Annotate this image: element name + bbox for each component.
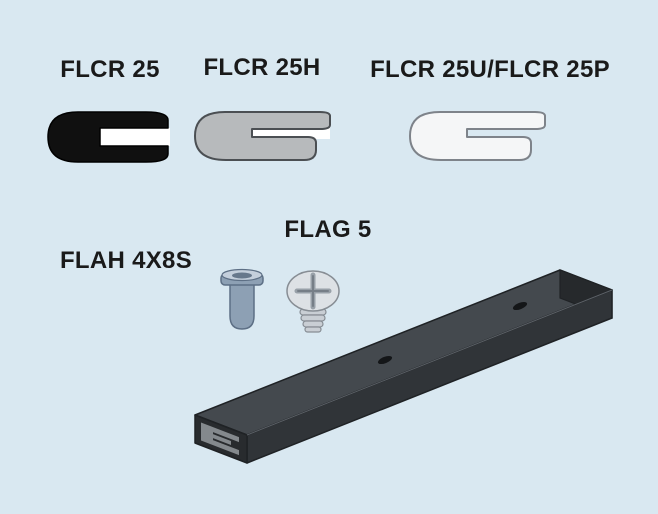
rail-hole-right <box>512 301 528 311</box>
screw-thread-2 <box>300 314 326 322</box>
flcr25up-body <box>409 111 546 161</box>
rail-end-channel-profile <box>201 422 239 456</box>
rail-hole-left <box>377 355 393 365</box>
screw-thread-3 <box>302 320 324 328</box>
label-flcr-25h: FLCR 25H <box>203 54 321 81</box>
screw-thread-4 <box>304 326 322 333</box>
rail-edge-highlight <box>246 289 613 436</box>
rail-channel-cross-section <box>201 422 239 456</box>
flcr25h-profile-drawing <box>194 111 331 161</box>
screw-drawing <box>286 270 340 333</box>
rail-drawing <box>194 269 613 464</box>
rivet-nut-bore <box>232 272 252 279</box>
label-flcr-25: FLCR 25 <box>60 56 160 83</box>
rivet-nut-body <box>229 283 255 330</box>
label-flah-4x8s: FLAH 4X8S <box>59 247 193 274</box>
flcr25h-body <box>194 111 331 161</box>
rivet-nut-drawing <box>220 268 264 330</box>
flcr25-profile-drawing <box>47 111 170 163</box>
label-flag-5: FLAG 5 <box>284 216 372 243</box>
screw-cross-recess-inner <box>297 275 329 307</box>
flcr25up-profile-drawing <box>409 111 546 161</box>
flcr25-slot <box>100 128 170 146</box>
label-flcr-25u-25p: FLCR 25U/FLCR 25P <box>370 56 610 83</box>
flcr25-body <box>47 111 169 163</box>
